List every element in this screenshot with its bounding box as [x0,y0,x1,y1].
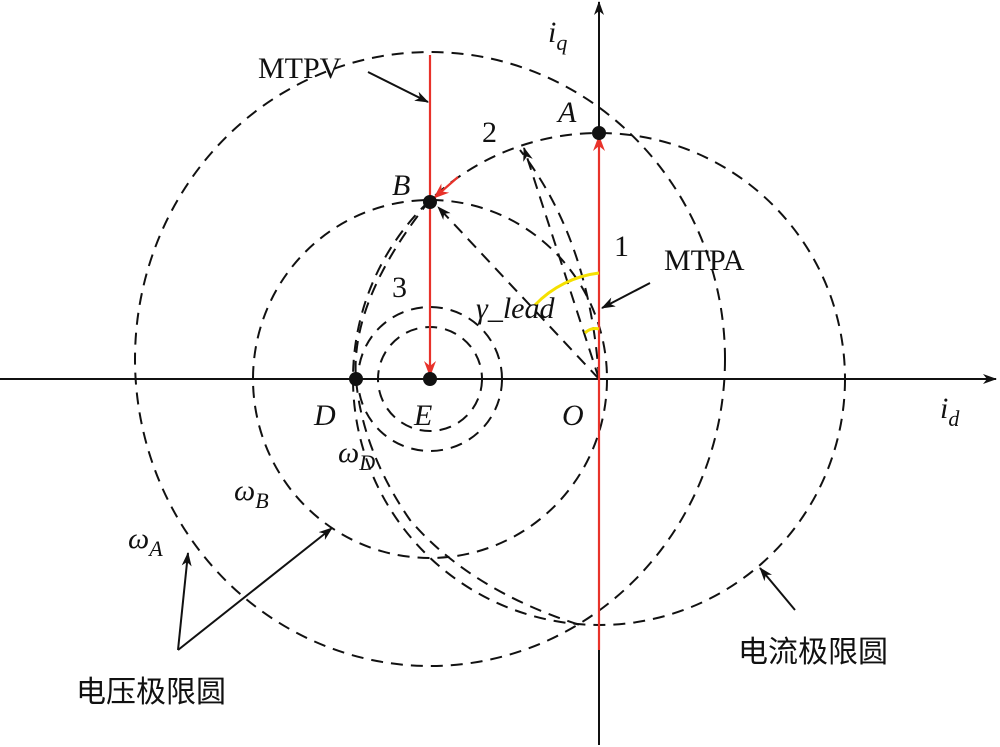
current-vector-2 [523,147,600,380]
segment-2-label: 2 [482,116,497,149]
trajectory-2-arrow [433,176,459,199]
label-a: A [556,96,577,129]
mtpa-label: MTPA [664,244,745,277]
mtpv-label: MTPV [258,52,342,85]
voltage-pointer-a [177,552,192,651]
mtpv-pointer [367,71,429,103]
segment-1-label: 1 [614,230,629,263]
omega-b-label: ωB [234,474,269,513]
voltage-pointer-b [177,527,333,651]
mtpv-curve [354,199,581,626]
label-o: O [562,399,584,432]
voltage-limit-label: 电压极限圆 [76,675,226,710]
omega-a-label: ωA [128,522,163,561]
id-label: id [940,392,960,431]
point-d [349,372,363,386]
iq-label: iq [548,16,567,55]
label-d: D [313,399,336,432]
point-b [423,195,437,209]
point-e [423,372,437,386]
point-a [592,126,606,140]
voltage-ellipse-b [252,199,608,559]
current-limit-label: 电流极限圆 [738,635,888,670]
small-angle-arc [583,327,600,335]
lead-angle-arc [533,271,600,307]
voltage-ellipse-a [134,51,726,667]
segment-3-label: 3 [392,271,407,304]
omega-d-label: ωD [338,436,375,475]
mtpa-curve [519,149,600,380]
mtpa-pointer [601,282,651,309]
current-pointer [759,567,796,611]
label-b: B [392,169,410,202]
lead-angle-label: γ_lead [476,292,555,325]
label-e: E [413,399,432,432]
